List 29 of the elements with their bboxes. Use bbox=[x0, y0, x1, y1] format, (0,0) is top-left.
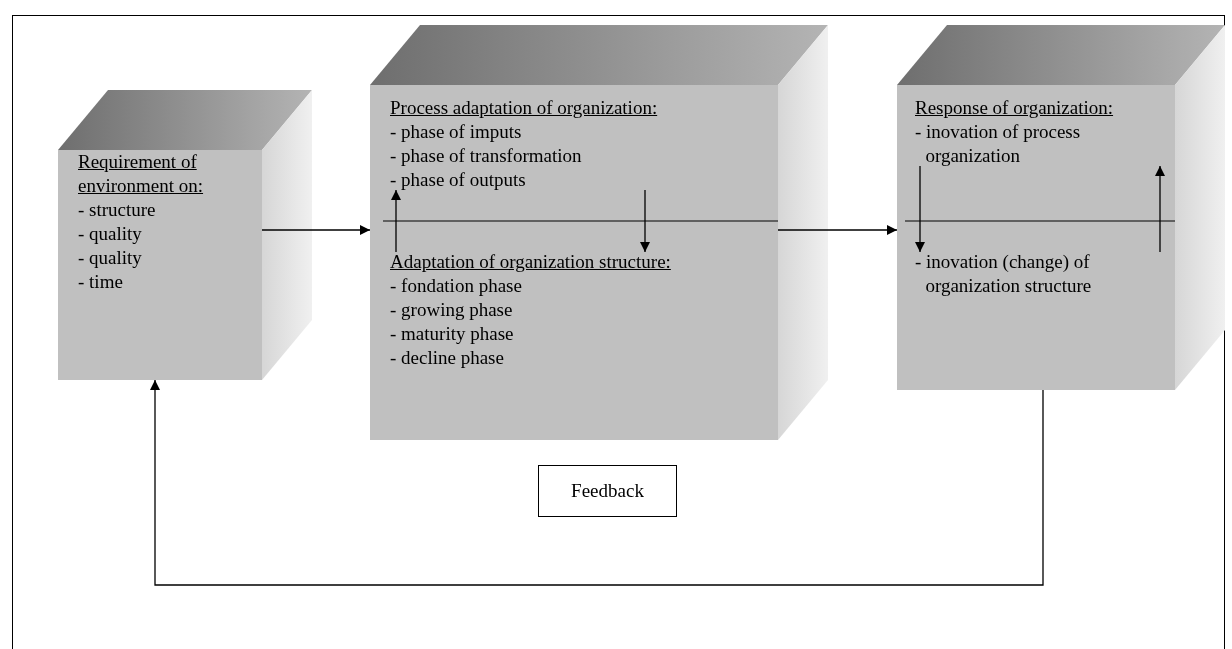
heading-text: Adaptation of organization structure: bbox=[390, 250, 672, 274]
heading-text: Process adaptation of organization: bbox=[390, 96, 659, 120]
3d-box bbox=[58, 150, 262, 380]
list-item: - decline phase bbox=[390, 346, 505, 370]
arrow bbox=[915, 165, 925, 253]
label-box bbox=[538, 465, 677, 517]
arrow bbox=[261, 225, 371, 235]
list-item: - structure bbox=[78, 198, 157, 222]
list-item: - time bbox=[78, 270, 124, 294]
list-item: - growing phase bbox=[390, 298, 514, 322]
list-item: - quality bbox=[78, 246, 143, 270]
arrow bbox=[1155, 165, 1165, 253]
arrow bbox=[777, 225, 898, 235]
label-text: Feedback bbox=[571, 479, 644, 503]
box-shape bbox=[370, 85, 778, 440]
list-item: - fondation phase bbox=[390, 274, 523, 298]
arrow bbox=[640, 189, 650, 253]
heading-text: Requirement of environment on: bbox=[78, 150, 205, 198]
list-item: - maturity phase bbox=[390, 322, 515, 346]
heading-text: Response of organization: bbox=[915, 96, 1115, 120]
box-shape bbox=[897, 85, 1175, 390]
arrow bbox=[150, 379, 1044, 586]
list-item: - inovation of process organization bbox=[915, 120, 1082, 168]
list-item: - phase of outputs bbox=[390, 168, 527, 192]
arrow bbox=[391, 189, 401, 253]
list-item: - phase of transformation bbox=[390, 144, 583, 168]
list-item: - quality bbox=[78, 222, 143, 246]
list-item: - phase of imputs bbox=[390, 120, 523, 144]
list-item: - inovation (change) of organization structure bbox=[915, 250, 1093, 298]
